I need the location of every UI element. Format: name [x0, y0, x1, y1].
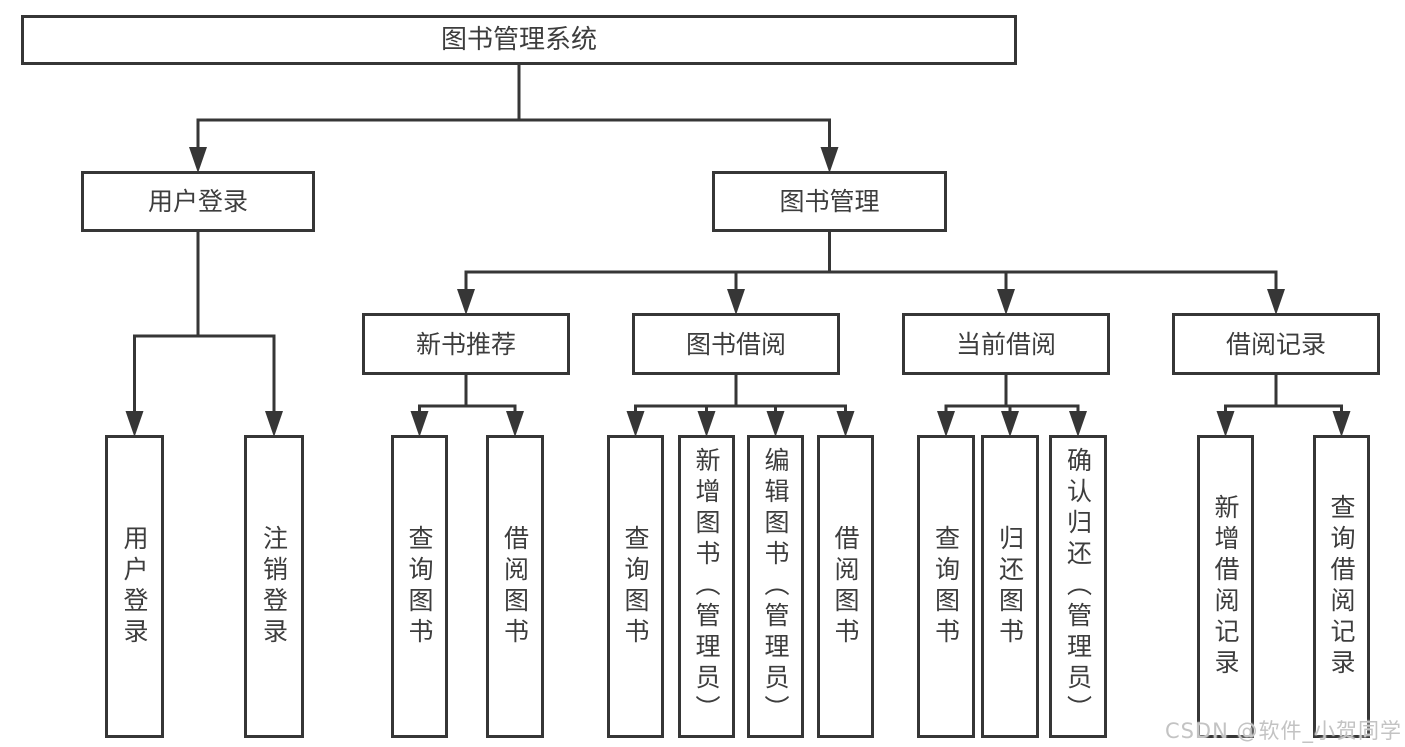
leaf-query-books-rec: 查询图书: [391, 435, 448, 738]
leaf-borrow-books-rec: 借阅图书: [486, 435, 544, 738]
leaf-logout: 注销登录: [244, 435, 304, 738]
node-user-login: 用户登录: [81, 171, 315, 232]
node-current-borrowing: 当前借阅: [902, 313, 1110, 375]
leaf-add-borrow-record: 新增借阅记录: [1197, 435, 1254, 738]
leaf-query-borrow-record: 查询借阅记录: [1313, 435, 1370, 738]
node-borrowing-records: 借阅记录: [1172, 313, 1380, 375]
node-book-management: 图书管理: [712, 171, 947, 232]
node-book-borrowing: 图书借阅: [632, 313, 840, 375]
leaf-query-books-current: 查询图书: [917, 435, 975, 738]
leaf-user-login: 用户登录: [105, 435, 164, 738]
leaf-return-books: 归还图书: [981, 435, 1039, 738]
leaf-add-books-admin: 新增图书（管理员）: [678, 435, 735, 738]
leaf-borrow-books: 借阅图书: [817, 435, 874, 738]
leaf-edit-books-admin: 编辑图书（管理员）: [747, 435, 804, 738]
node-new-book-recommendation: 新书推荐: [362, 313, 570, 375]
leaf-query-books-borrow: 查询图书: [607, 435, 664, 738]
node-library-management-system: 图书管理系统: [21, 15, 1017, 65]
leaf-confirm-return-admin: 确认归还（管理员）: [1049, 435, 1107, 738]
